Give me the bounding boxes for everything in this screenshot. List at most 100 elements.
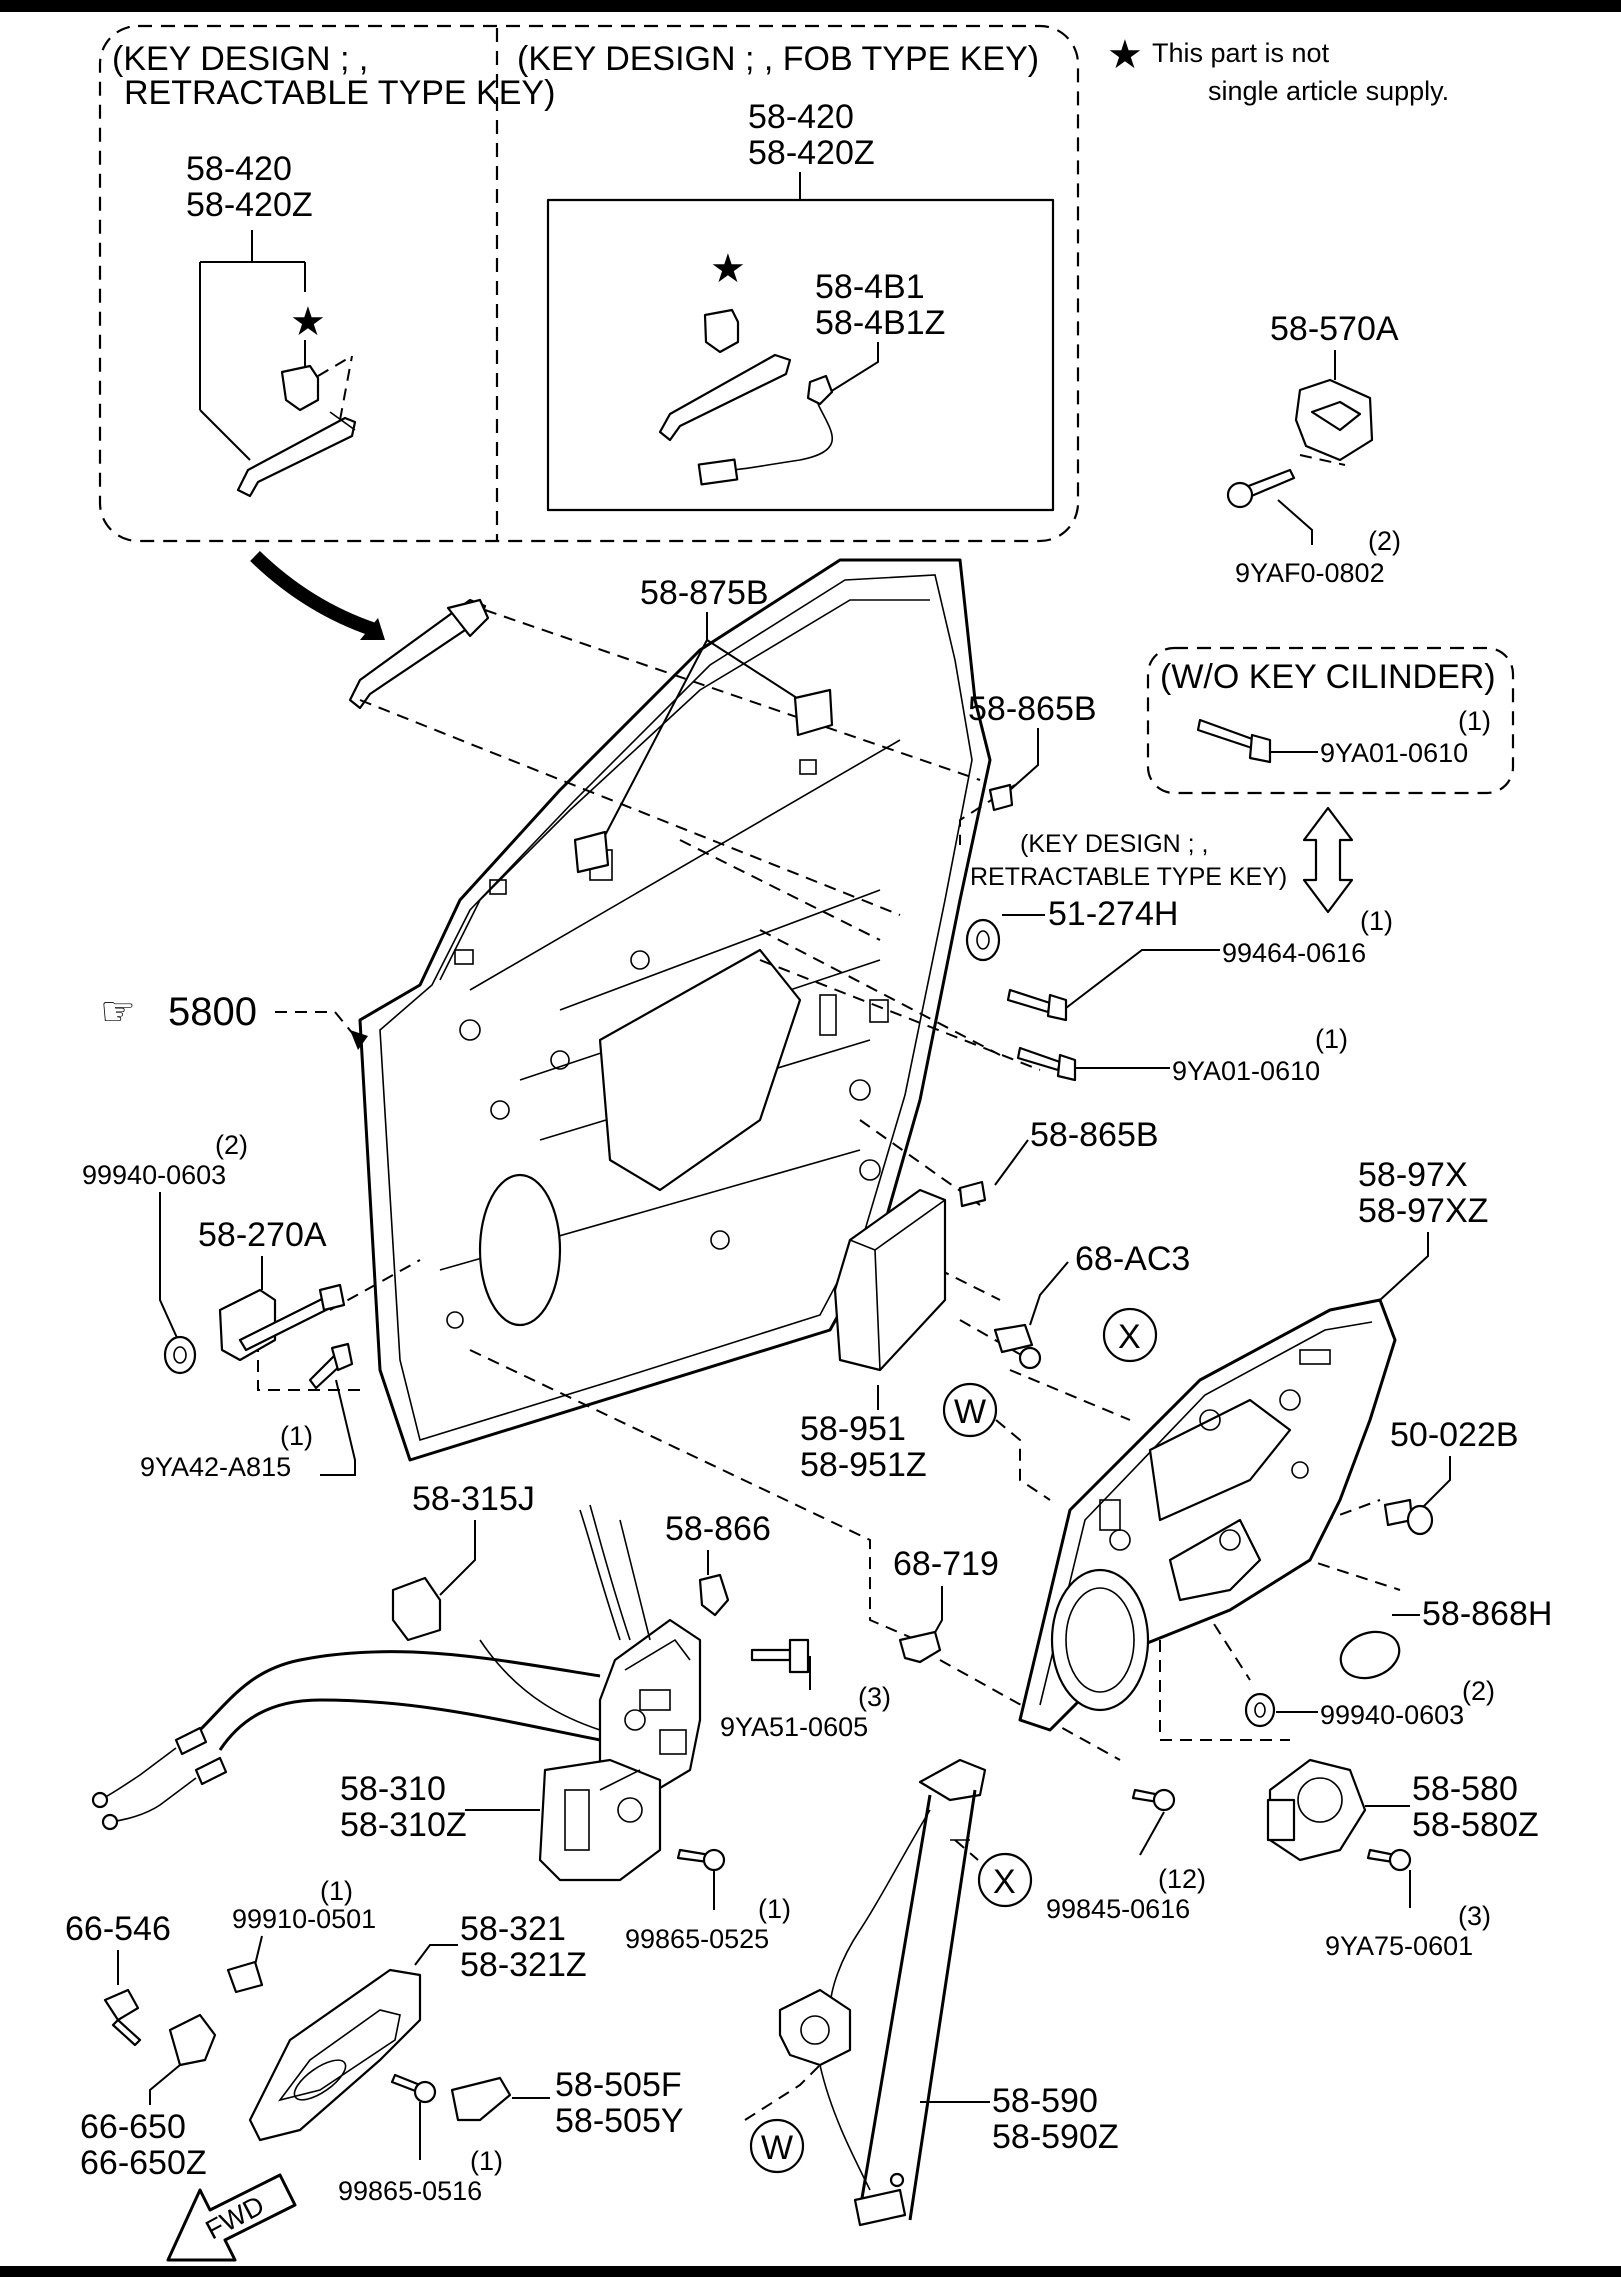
screw-icon xyxy=(390,2073,437,2104)
svg-text:W: W xyxy=(761,2129,793,2167)
label-58-270a: 58-270A xyxy=(198,1216,327,1254)
qty-99910-0501: (1) xyxy=(320,1876,353,1906)
label-58-310: 58-310 xyxy=(340,1770,446,1808)
qty-9yaf0-0802: (2) xyxy=(1368,526,1401,556)
label-58-97x: 58-97X xyxy=(1358,1156,1468,1194)
right-sub-58-4b1z: 58-4B1Z xyxy=(815,304,945,342)
label-58-951: 58-951 xyxy=(800,1410,906,1448)
label-58-590: 58-590 xyxy=(992,2082,1098,2120)
module-icon xyxy=(833,1188,947,1372)
label-68-ac3: 68-AC3 xyxy=(1075,1240,1190,1278)
left-variant-line1: (KEY DESIGN ; , xyxy=(112,40,368,78)
right-part-58-420: 58-420 xyxy=(748,98,854,136)
svg-text:X: X xyxy=(993,1863,1016,1901)
outer-handle-icon xyxy=(236,355,357,498)
label-68-719: 68-719 xyxy=(893,1545,999,1583)
clip-icon xyxy=(958,1180,987,1208)
switch-icon xyxy=(168,2013,217,2067)
label-66-650z: 66-650Z xyxy=(80,2144,207,2182)
left-part-58-420: 58-420 xyxy=(186,150,292,188)
svg-text:W: W xyxy=(954,1393,986,1431)
label-9ya42-a815: 9YA42-A815 xyxy=(140,1452,291,1482)
door-latch-assembly xyxy=(538,1758,662,1882)
label-99845-0616: 99845-0616 xyxy=(1046,1894,1190,1924)
qty-99940-0603-b: (2) xyxy=(1462,1676,1495,1706)
clip-icon xyxy=(573,688,834,874)
key-design-line1: (KEY DESIGN ; , xyxy=(1020,830,1208,858)
left-variant-line2: RETRACTABLE TYPE KEY) xyxy=(124,74,555,112)
label-99464-0616: 99464-0616 xyxy=(1222,938,1366,968)
qty-9ya01-0610: (1) xyxy=(1315,1024,1348,1054)
bolt-icon xyxy=(1196,718,1272,764)
label-9ya01-0610-box: 9YA01-0610 xyxy=(1320,738,1468,768)
label-58-321: 58-321 xyxy=(460,1910,566,1948)
bolt-icon xyxy=(750,1638,810,1674)
label-9ya75-0601: 9YA75-0601 xyxy=(1325,1931,1473,1961)
qty-9ya75-0601: (3) xyxy=(1458,1901,1491,1931)
qty-99865-0525: (1) xyxy=(758,1894,791,1924)
label-58-865b-a: 58-865B xyxy=(968,690,1097,728)
label-58-868h: 58-868H xyxy=(1422,1595,1552,1633)
label-58-505y: 58-505Y xyxy=(555,2102,684,2140)
plug-icon xyxy=(1339,1630,1401,1680)
star-icon: ★ xyxy=(710,247,746,291)
label-58-97xz: 58-97XZ xyxy=(1358,1192,1488,1230)
label-58-875b: 58-875B xyxy=(640,574,769,612)
inner-panel xyxy=(1018,1298,1397,1732)
label-9ya01-0610: 9YA01-0610 xyxy=(1172,1056,1320,1086)
wo-key-title: (W/O KEY CILINDER) xyxy=(1160,658,1496,696)
variants-panel: (KEY DESIGN ; , RETRACTABLE TYPE KEY) 58… xyxy=(98,24,1080,543)
connector-icon xyxy=(391,1576,442,1642)
qty-9ya42-a815: (1) xyxy=(280,1421,313,1451)
reference-mark-w: W xyxy=(942,1382,998,1438)
label-99940-0603-b: 99940-0603 xyxy=(1320,1700,1464,1730)
qty-9ya51-0605: (3) xyxy=(858,1682,891,1712)
clip-icon xyxy=(988,783,1014,812)
screw-icon xyxy=(676,1848,726,1872)
bulb-icon xyxy=(103,1988,142,2047)
label-50-022b: 50-022B xyxy=(1390,1416,1519,1454)
right-sub-58-4b1: 58-4B1 xyxy=(815,268,925,306)
cap-icon xyxy=(450,2076,512,2122)
fob-handle-icon xyxy=(658,308,834,486)
reference-mark-x: X xyxy=(1102,1307,1158,1363)
qty-99865-0516: (1) xyxy=(470,2146,503,2176)
screw-icon xyxy=(1366,1848,1412,1872)
cable-assembly xyxy=(91,1639,601,1831)
right-part-58-420z: 58-420Z xyxy=(748,134,875,172)
label-99940-0603-a: 99940-0603 xyxy=(82,1160,226,1190)
screw-icon xyxy=(308,1342,354,1390)
grommet-icon xyxy=(965,918,1001,962)
label-66-546: 66-546 xyxy=(65,1910,171,1948)
qty-99940-0603-a: (2) xyxy=(215,1130,248,1160)
regulator-motor xyxy=(1266,1758,1367,1862)
note-line2: single article supply. xyxy=(1208,76,1449,106)
label-58-321z: 58-321Z xyxy=(460,1946,587,1984)
right-variant-line1: (KEY DESIGN ; , FOB TYPE KEY) xyxy=(517,40,1039,78)
door-latch xyxy=(579,1504,702,1802)
bracket-icon xyxy=(1226,378,1374,509)
svg-text:X: X xyxy=(1118,1318,1141,1356)
label-9ya51-0605: 9YA51-0605 xyxy=(720,1712,868,1742)
nut-icon xyxy=(1244,1692,1276,1728)
clip-icon xyxy=(698,1573,730,1617)
reference-5800: 5800 xyxy=(168,990,257,1034)
note-line1: This part is not xyxy=(1152,38,1330,68)
arrow-curve xyxy=(250,550,378,637)
clip-icon xyxy=(226,1960,264,1994)
double-arrow-icon xyxy=(1302,806,1354,914)
bottom-border xyxy=(0,2266,1621,2277)
label-58-580: 58-580 xyxy=(1412,1770,1518,1808)
label-58-580z: 58-580Z xyxy=(1412,1806,1539,1844)
top-border xyxy=(0,0,1621,12)
clip-icon xyxy=(993,1323,1042,1370)
inner-handle xyxy=(248,1968,422,2142)
clip-icon xyxy=(898,1630,942,1664)
label-58-570a: 58-570A xyxy=(1270,310,1399,348)
fwd-arrow-icon: FWD xyxy=(166,2173,297,2262)
label-51-274h: 51-274H xyxy=(1048,895,1178,933)
label-58-315j: 58-315J xyxy=(412,1480,535,1518)
label-58-310z: 58-310Z xyxy=(340,1806,467,1844)
arrow-head xyxy=(360,618,385,640)
